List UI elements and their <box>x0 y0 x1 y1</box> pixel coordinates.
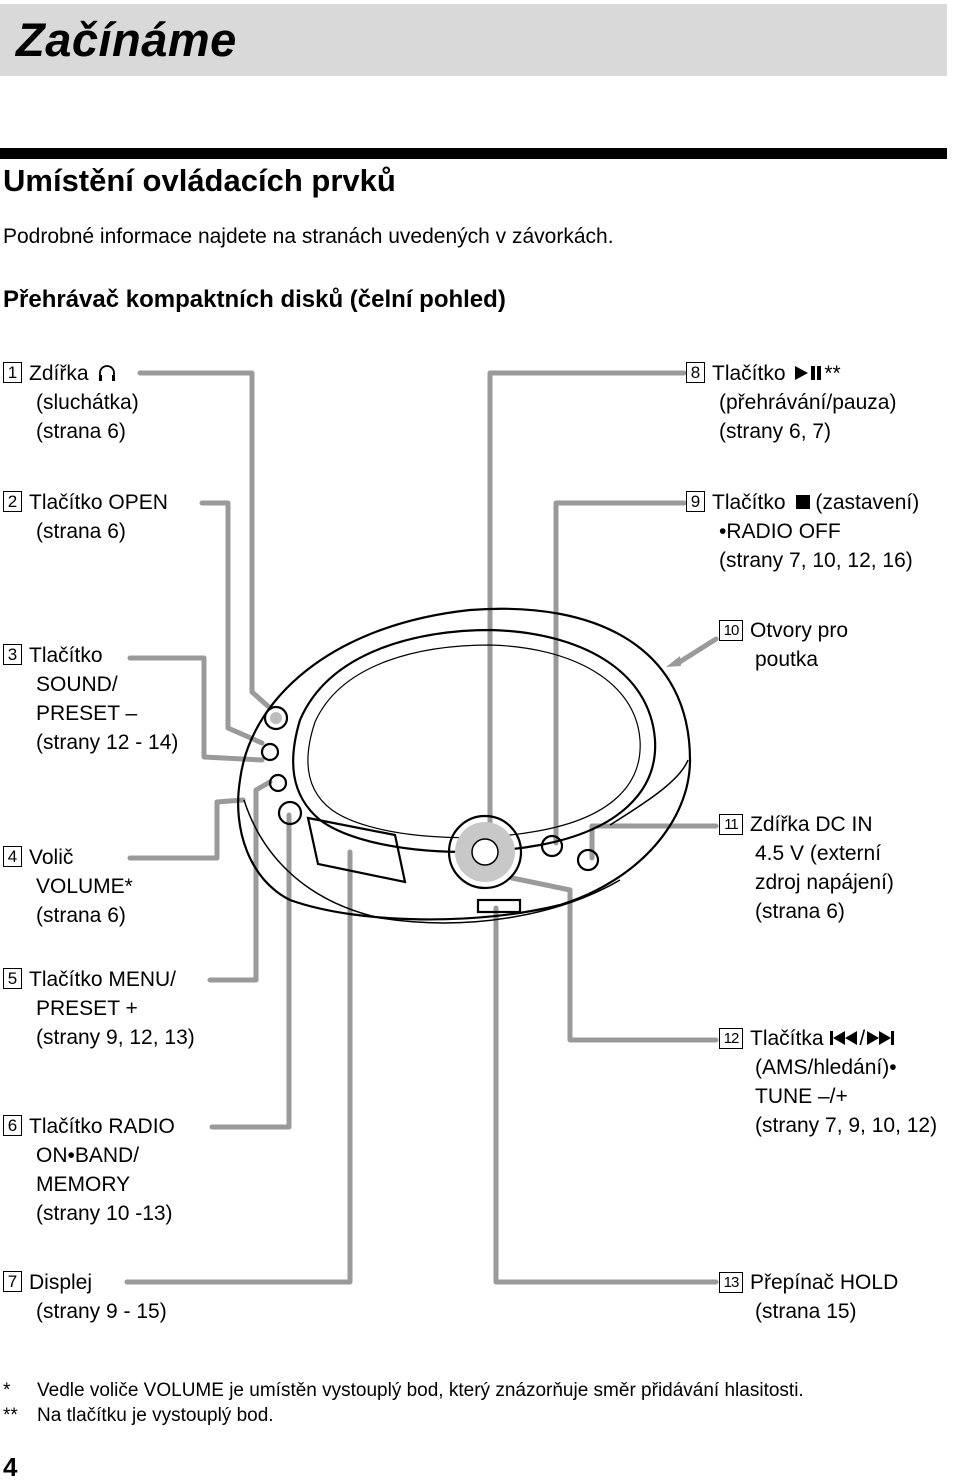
leader-line-7 <box>124 849 353 1285</box>
label-number: 9 <box>686 491 705 512</box>
label-number: 3 <box>3 644 22 665</box>
leader-line-6 <box>209 812 292 1130</box>
player-body <box>237 607 692 924</box>
label-number: 13 <box>719 1272 743 1293</box>
label-number: 12 <box>719 1028 743 1049</box>
dc-in-jack <box>576 848 600 872</box>
leader-line-12 <box>509 875 719 1043</box>
page-number: 4 <box>3 1452 18 1482</box>
section-title: Umístění ovládacích prvků <box>3 163 396 198</box>
section-rule <box>0 148 947 159</box>
headphones-icon <box>99 365 116 381</box>
label-number: 11 <box>719 814 743 835</box>
label-number: 7 <box>3 1271 22 1292</box>
control-pad <box>447 814 523 890</box>
headphone-jack <box>263 705 289 731</box>
label-number: 4 <box>3 846 22 867</box>
chapter-header <box>0 4 947 76</box>
leader-line-13 <box>493 905 719 1285</box>
stop-icon <box>796 495 811 509</box>
label-number: 6 <box>3 1115 22 1136</box>
label-number: 8 <box>686 362 705 383</box>
player-outline <box>237 607 692 921</box>
intro-text: Podrobné informace najdete na stranách u… <box>3 225 614 248</box>
play-pause-icon <box>795 366 822 380</box>
label-number: 1 <box>3 362 22 383</box>
leader-line-2 <box>199 500 265 746</box>
leader-line-9 <box>553 500 687 846</box>
open-button <box>260 742 280 762</box>
leader-line-11 <box>589 823 719 861</box>
leader-line-1 <box>137 370 273 711</box>
label-number: 5 <box>3 968 22 989</box>
previous-icon <box>830 1031 858 1045</box>
footnotes: *Vedle voliče VOLUME je umístěn vystoupl… <box>3 1378 804 1428</box>
leader-line-3 <box>127 655 265 763</box>
label-number: 2 <box>3 491 22 512</box>
hold-switch <box>476 898 522 914</box>
stop-button <box>540 834 564 858</box>
leader-line-10 <box>675 636 719 666</box>
leader-line-5 <box>207 779 273 983</box>
next-icon <box>867 1031 895 1045</box>
footnote-1: *Vedle voliče VOLUME je umístěn vystoupl… <box>3 1380 804 1401</box>
footnote-2: **Na tlačítku je vystouplý bod. <box>3 1405 274 1426</box>
leader-lines <box>124 370 719 1285</box>
subsection-title: Přehrávač kompaktních disků (čelní pohle… <box>3 286 506 313</box>
leader-line-8 <box>487 370 687 848</box>
label-number: 10 <box>719 620 743 641</box>
display-window <box>306 816 407 884</box>
leader-line-4 <box>127 797 246 861</box>
chapter-title: Začínáme <box>16 13 237 66</box>
menu-button <box>277 800 303 826</box>
arrow-10 <box>666 656 681 667</box>
sound-button <box>268 773 288 793</box>
